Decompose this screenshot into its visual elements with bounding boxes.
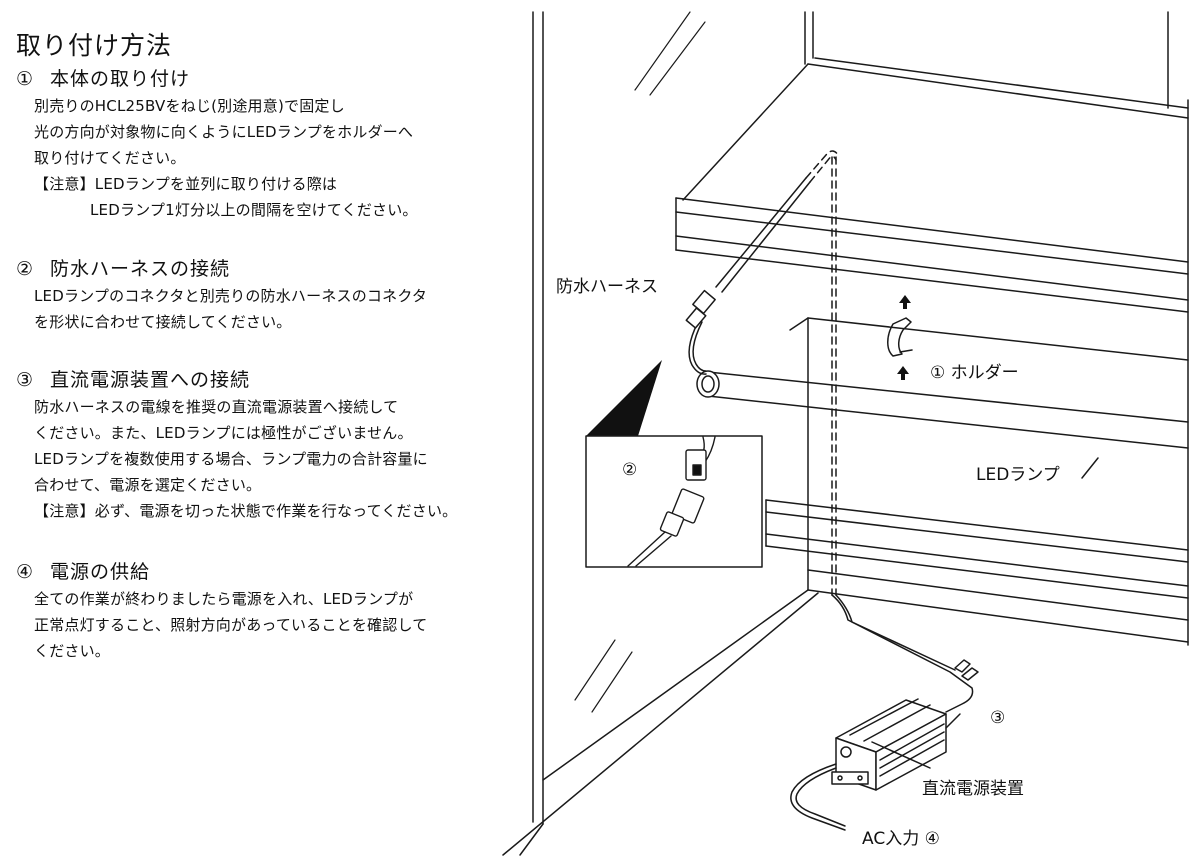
section-2-heading: ② 防水ハーネスの接続 [16,254,230,281]
section-1-title: 本体の取り付け [50,68,191,90]
section-3-note: 【注意】必ず、電源を切った状態で作業を行なってください。 [34,502,458,520]
ac-input-cable [795,767,846,827]
section-4-number: ④ [16,561,35,583]
cabinet-frame [502,11,1189,856]
power-supply-label: 直流電源装置 [922,779,1024,799]
section-4-line: ください。 [34,642,111,660]
led-lamp [696,370,1189,449]
section-3-line: ください。また、LEDランプには極性がございません。 [34,424,413,442]
psu-leader-line [871,741,931,769]
section-1-line: 光の方向が対象物に向くようにLEDランプをホルダーへ [34,123,414,141]
section-3-line: LEDランプを複数使用する場合、ランプ電力の合計容量に [34,450,428,468]
ac-input-cable [790,763,846,831]
arrow-up-icon [899,295,911,309]
harness-connector [685,289,716,329]
power-supply [831,698,961,791]
ac-input-label: AC入力 ④ [862,829,940,849]
holder-clip [887,317,913,357]
section-1-number: ① [16,68,35,90]
section-3-heading: ③ 直流電源装置への接続 [16,365,250,392]
section-4-title: 電源の供給 [50,561,151,583]
harness-cable [688,150,974,713]
section-1-line: 別売りのHCL25BVをねじ(別途用意)で固定し [34,97,345,115]
section-2-number: ② [16,258,35,280]
callout-pointer [586,360,662,436]
section-4-heading: ④ 電源の供給 [16,557,150,584]
section-2-line: LEDランプのコネクタと別売りの防水ハーネスのコネクタ [34,287,428,305]
upper-rail [675,197,1189,313]
led-lamp-label: LEDランプ [976,465,1060,485]
connector-detail-number: ② [622,460,638,480]
power-supply-number: ③ [990,708,1006,728]
page-title: 取り付け方法 [16,31,173,60]
lamp-leader-line [1081,457,1099,479]
section-2-title: 防水ハーネスの接続 [50,258,231,280]
connector-detail-box [585,435,763,568]
arrow-up-icon [897,366,909,380]
section-3-title: 直流電源装置への接続 [50,369,251,391]
section-1-note: LEDランプ1灯分以上の間隔を空けてください。 [90,201,418,219]
section-3-line: 防水ハーネスの電線を推奨の直流電源装置へ接続して [34,398,399,416]
lower-rail [765,499,1189,599]
section-2-line: を形状に合わせて接続してください。 [34,313,292,331]
section-1-note: 【注意】LEDランプを並列に取り付ける際は [34,175,338,193]
glass-reflection [574,11,706,713]
section-4-line: 全ての作業が終わりましたら電源を入れ、LEDランプが [34,590,414,608]
section-1-heading: ① 本体の取り付け [16,64,190,91]
harness-label: 防水ハーネス [556,277,658,297]
section-1-line: 取り付けてください。 [34,149,186,167]
section-3-number: ③ [16,369,35,391]
section-4-line: 正常点灯すること、照射方向があっていることを確認して [34,616,428,634]
connector-detail [627,436,716,567]
terminal-lugs [954,659,979,681]
holder-label: ① ホルダー [930,363,1019,383]
section-3-line: 合わせて、電源を選定ください。 [34,476,262,494]
